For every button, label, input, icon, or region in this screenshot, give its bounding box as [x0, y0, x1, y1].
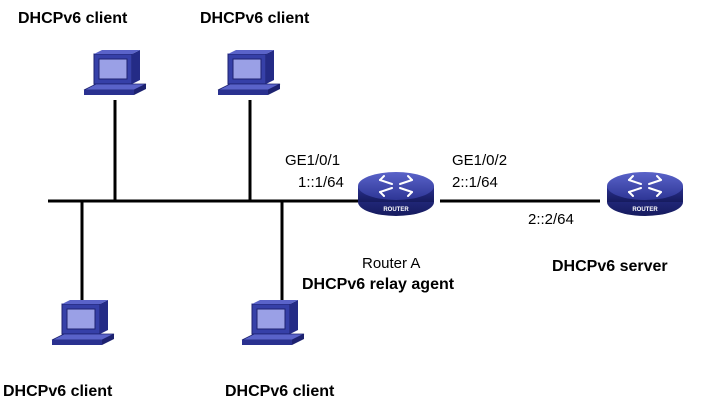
- client-label-top-right: DHCPv6 client: [200, 10, 310, 27]
- server-ip: 2::2/64: [528, 211, 574, 228]
- router-a-iface-left-name: GE1/0/1: [285, 152, 341, 169]
- router-a-iface-left-ip: 1::1/64: [298, 174, 344, 191]
- router-a-device-text: ROUTER: [383, 207, 409, 213]
- client-label-bottom-left: DHCPv6 client: [3, 383, 113, 400]
- pc-icon: [51, 299, 115, 346]
- router-a-name: Router A: [362, 255, 421, 272]
- pc-icon: [241, 299, 305, 346]
- pc-icon: [217, 49, 281, 96]
- server-router-icon: ROUTER: [606, 171, 684, 217]
- client-label-top-left: DHCPv6 client: [18, 10, 128, 27]
- server-device-text: ROUTER: [632, 207, 658, 213]
- router-a-icon: ROUTER: [357, 171, 435, 217]
- router-a-role: DHCPv6 relay agent: [302, 276, 455, 293]
- server-role: DHCPv6 server: [552, 258, 668, 275]
- router-a-iface-right-name: GE1/0/2: [452, 152, 508, 169]
- pc-icon: [83, 49, 147, 96]
- router-a-iface-right-ip: 2::1/64: [452, 174, 498, 191]
- client-label-bottom-right: DHCPv6 client: [225, 383, 335, 400]
